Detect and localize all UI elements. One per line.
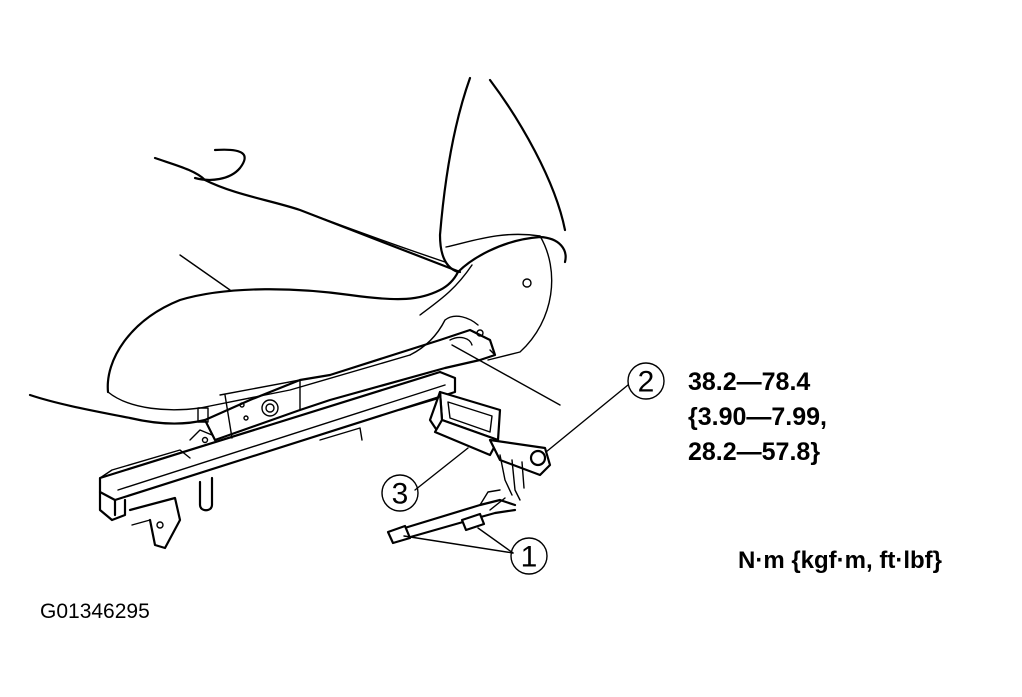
wire-harness bbox=[386, 489, 517, 545]
leader-line-1b bbox=[477, 527, 514, 554]
callout-2-number: 2 bbox=[638, 366, 655, 399]
seat-rail bbox=[98, 370, 457, 550]
callout-1-number: 1 bbox=[521, 541, 538, 574]
callout-3-number: 3 bbox=[392, 478, 409, 511]
units-legend: N·m {kgf·m, ft·lbf} bbox=[738, 547, 942, 574]
callout-3: 3 bbox=[381, 474, 419, 512]
seat-frame bbox=[197, 328, 561, 442]
seat-cushion bbox=[28, 148, 479, 425]
torque-spec-kgfm: {3.90—7.99, bbox=[688, 403, 827, 431]
figure-id: G01346295 bbox=[40, 600, 150, 623]
leader-line-1a bbox=[403, 535, 514, 554]
seat-backrest bbox=[419, 76, 567, 361]
torque-spec-ftlbf: 28.2—57.8} bbox=[688, 438, 821, 466]
callout-2: 2 bbox=[627, 362, 665, 400]
leader-line-2 bbox=[545, 384, 629, 453]
torque-spec-nm: 38.2—78.4 bbox=[688, 368, 811, 396]
callout-1: 1 bbox=[510, 537, 548, 575]
leader-line-3 bbox=[414, 447, 469, 491]
seat-belt-buckle bbox=[428, 390, 552, 501]
leader-lines bbox=[403, 384, 629, 554]
